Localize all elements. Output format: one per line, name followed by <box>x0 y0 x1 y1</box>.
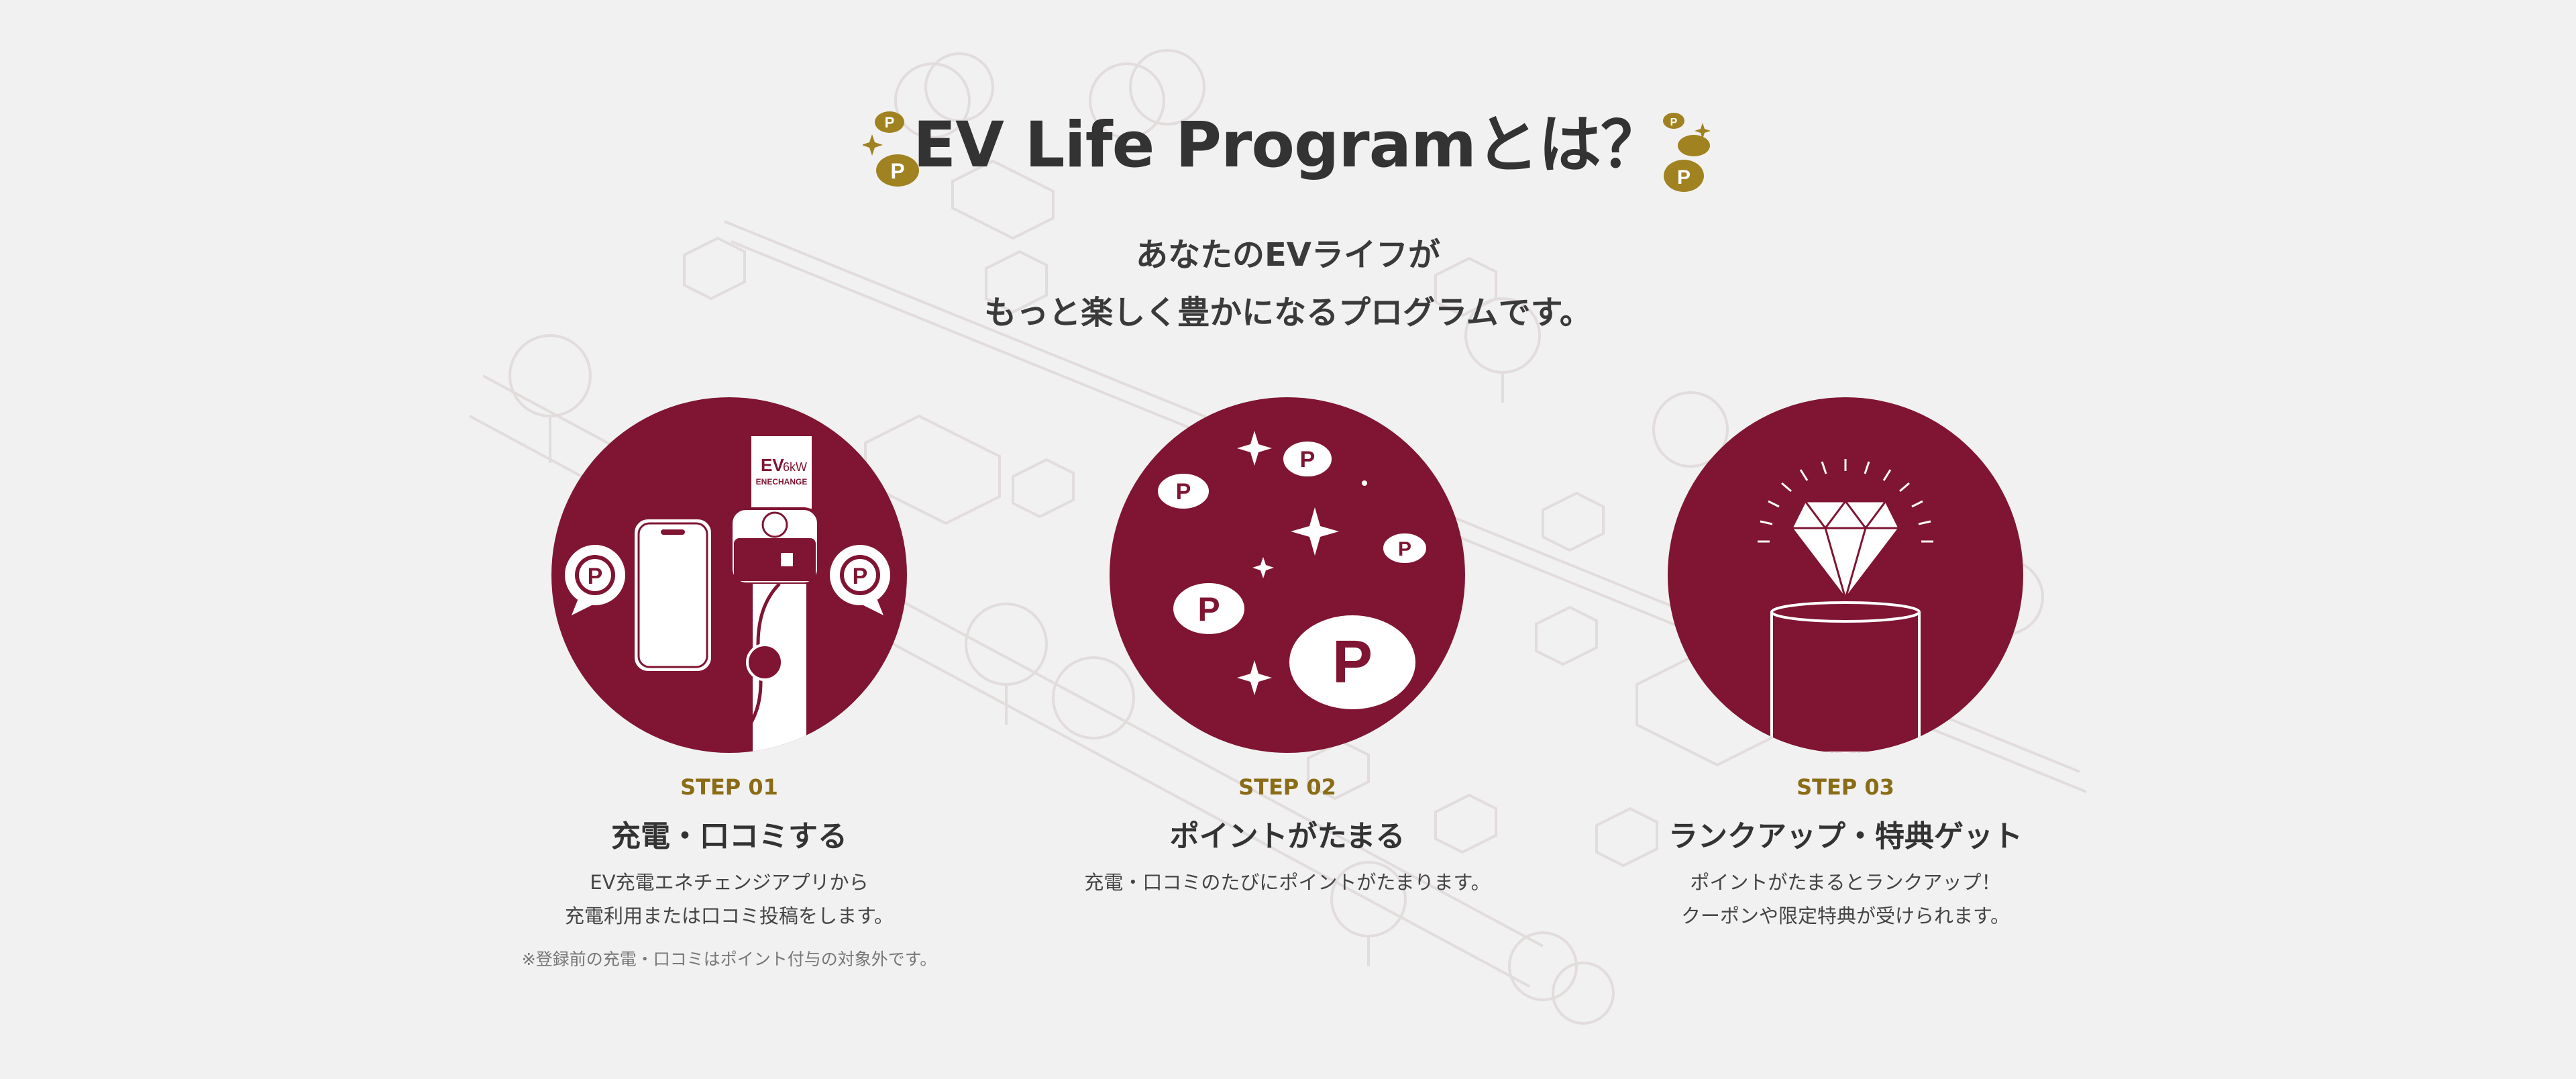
step3-desc-line-1: ポイントがたまるとランクアップ！ <box>1690 871 2001 894</box>
subtitle-line-2: もっと楽しく豊かになるプログラムです。 <box>984 294 1592 331</box>
step3-desc-line-2: クーポンや限定特典が受けられます。 <box>1680 905 2010 927</box>
svg-text:P: P <box>885 114 895 131</box>
step1-note: ※登録前の充電・口コミはポイント付与の対象外です。 <box>521 949 937 969</box>
charger-name: ENECHANGE <box>756 477 808 486</box>
gold-coins-icon: P P <box>863 111 919 187</box>
coin-letter: P <box>588 564 603 589</box>
step3-illustration <box>1668 397 2023 753</box>
gold-coins-icon: P P <box>1663 113 1711 192</box>
coin-letter: P <box>1300 447 1316 472</box>
subtitle-line-1: あなたのEVライフが <box>1136 236 1440 274</box>
svg-text:P: P <box>1677 166 1690 189</box>
svg-text:P: P <box>890 159 904 183</box>
coin-letter: P <box>853 564 868 589</box>
step2-illustration: P P P P P <box>1110 397 1465 753</box>
page-title: EV Life Programとは？ <box>912 109 1664 182</box>
coin-letter: P <box>1332 629 1373 696</box>
step1-desc-line-2: 充電利用または口コミ投稿をします。 <box>564 905 894 927</box>
svg-text:P: P <box>1670 117 1678 128</box>
coin-letter: P <box>1197 590 1220 628</box>
step1-illustration: P P EV 6kW ENECHANGE <box>551 397 907 753</box>
step1-label: STEP 01 <box>680 774 778 800</box>
coin-letter: P <box>1398 538 1411 560</box>
charger-brand: EV <box>761 455 784 475</box>
step1-title: 充電・口コミする <box>611 819 847 854</box>
charger-power: 6kW <box>783 460 807 474</box>
coin-letter: P <box>1176 479 1191 505</box>
step3-label: STEP 03 <box>1796 774 1894 800</box>
step2-label: STEP 02 <box>1238 774 1336 800</box>
step2-desc-line-1: 充電・口コミのたびにポイントがたまります。 <box>1084 871 1491 894</box>
step3-title: ランクアップ・特典ゲット <box>1668 819 2023 854</box>
step2-title: ポイントがたまる <box>1169 819 1405 854</box>
step1-desc-line-1: EV充電エネチェンジアプリから <box>590 871 869 894</box>
